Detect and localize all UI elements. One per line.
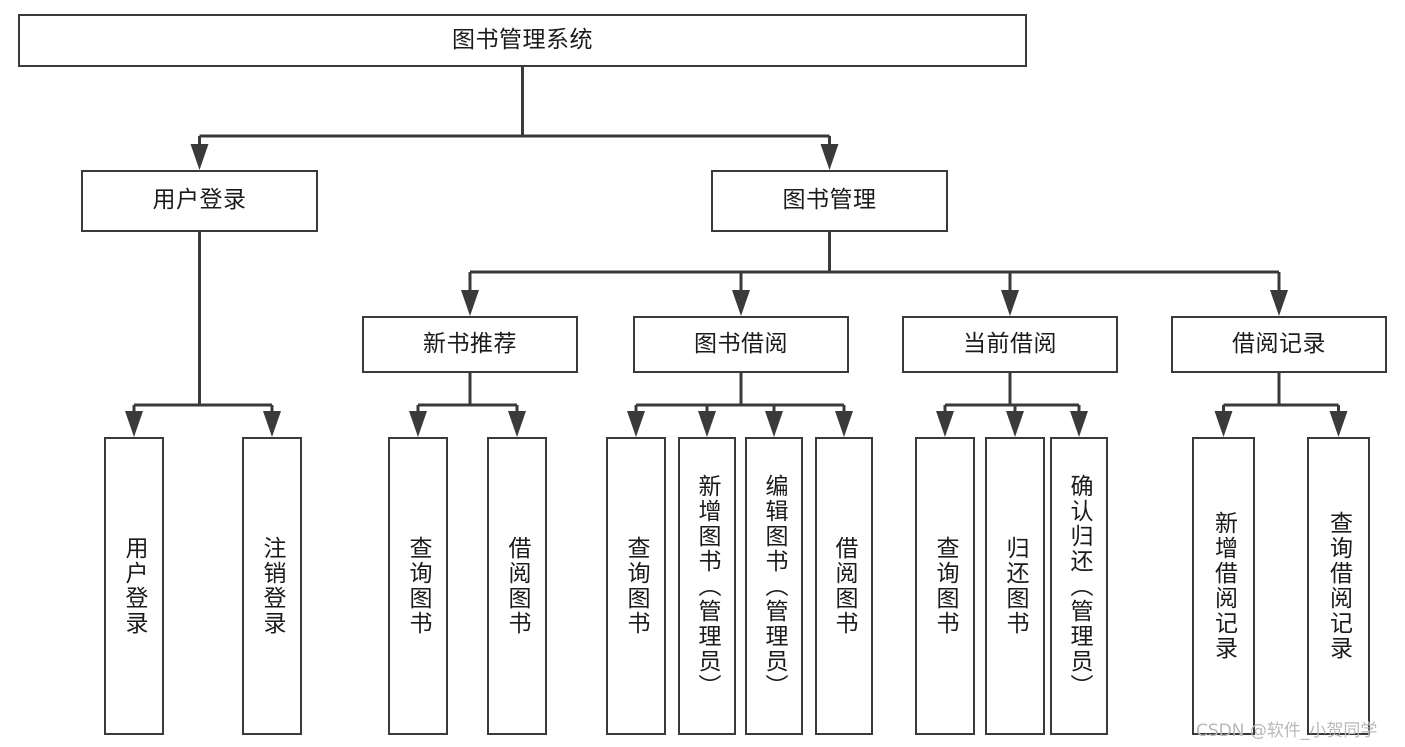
node-label-newbook: 新书推荐 xyxy=(423,330,517,357)
node-leaf-borrow-2[interactable]: 新增图书（管理员） xyxy=(678,437,736,735)
arrowhead-leaf-new-2 xyxy=(508,411,526,437)
node-leaf-cur-3[interactable]: 确认归还（管理员） xyxy=(1050,437,1108,735)
node-label-leaf-login-1: 用户登录 xyxy=(121,536,148,636)
node-label-root: 图书管理系统 xyxy=(452,26,593,53)
arrowhead-login xyxy=(190,144,209,170)
node-borrow[interactable]: 图书借阅 xyxy=(633,316,849,373)
arrowhead-current xyxy=(1001,290,1019,316)
arrowhead-leaf-cur-2 xyxy=(1006,411,1024,437)
node-leaf-cur-2[interactable]: 归还图书 xyxy=(985,437,1045,735)
arrowhead-leaf-borrow-3 xyxy=(765,411,783,437)
arrowhead-leaf-borrow-1 xyxy=(627,411,645,437)
node-leaf-rec-1[interactable]: 新增借阅记录 xyxy=(1192,437,1255,735)
node-label-leaf-new-2: 借阅图书 xyxy=(504,536,531,636)
node-leaf-borrow-1[interactable]: 查询图书 xyxy=(606,437,666,735)
node-leaf-rec-2[interactable]: 查询借阅记录 xyxy=(1307,437,1370,735)
arrowhead-leaf-new-1 xyxy=(409,411,427,437)
node-label-leaf-borrow-2: 新增图书（管理员） xyxy=(694,473,721,699)
node-leaf-login-2[interactable]: 注销登录 xyxy=(242,437,302,735)
node-current[interactable]: 当前借阅 xyxy=(902,316,1118,373)
node-root[interactable]: 图书管理系统 xyxy=(18,14,1027,67)
node-leaf-cur-1[interactable]: 查询图书 xyxy=(915,437,975,735)
arrowhead-leaf-borrow-2 xyxy=(698,411,716,437)
arrowhead-leaf-cur-1 xyxy=(936,411,954,437)
arrowhead-leaf-cur-3 xyxy=(1070,411,1088,437)
node-leaf-new-1[interactable]: 查询图书 xyxy=(388,437,448,735)
arrowhead-leaf-login-2 xyxy=(263,411,281,437)
node-label-leaf-cur-3: 确认归还（管理员） xyxy=(1066,473,1093,699)
node-label-leaf-cur-1: 查询图书 xyxy=(932,536,959,636)
node-newbook[interactable]: 新书推荐 xyxy=(362,316,578,373)
node-login[interactable]: 用户登录 xyxy=(81,170,318,232)
node-label-leaf-borrow-3: 编辑图书（管理员） xyxy=(761,473,788,699)
arrowhead-leaf-borrow-4 xyxy=(835,411,853,437)
node-label-current: 当前借阅 xyxy=(963,330,1057,357)
node-label-leaf-new-1: 查询图书 xyxy=(405,536,432,636)
node-label-leaf-borrow-4: 借阅图书 xyxy=(831,536,858,636)
arrowhead-bookmgmt xyxy=(820,144,839,170)
node-label-leaf-rec-1: 新增借阅记录 xyxy=(1210,511,1237,661)
node-label-records: 借阅记录 xyxy=(1232,330,1326,357)
arrowhead-leaf-login-1 xyxy=(125,411,143,437)
arrowhead-leaf-rec-2 xyxy=(1329,411,1348,437)
node-leaf-borrow-3[interactable]: 编辑图书（管理员） xyxy=(745,437,803,735)
arrowhead-records xyxy=(1270,290,1288,316)
arrowhead-borrow xyxy=(732,290,750,316)
node-leaf-borrow-4[interactable]: 借阅图书 xyxy=(815,437,873,735)
node-leaf-login-1[interactable]: 用户登录 xyxy=(104,437,164,735)
node-records[interactable]: 借阅记录 xyxy=(1171,316,1387,373)
node-label-leaf-rec-2: 查询借阅记录 xyxy=(1325,511,1352,661)
arrowhead-leaf-rec-1 xyxy=(1214,411,1233,437)
node-label-borrow: 图书借阅 xyxy=(694,330,788,357)
node-bookmgmt[interactable]: 图书管理 xyxy=(711,170,948,232)
node-label-leaf-borrow-1: 查询图书 xyxy=(623,536,650,636)
node-label-bookmgmt: 图书管理 xyxy=(782,187,877,214)
arrowhead-newbook xyxy=(461,290,479,316)
node-leaf-new-2[interactable]: 借阅图书 xyxy=(487,437,547,735)
node-label-leaf-login-2: 注销登录 xyxy=(259,536,286,636)
node-label-login: 用户登录 xyxy=(152,187,247,214)
node-label-leaf-cur-2: 归还图书 xyxy=(1002,536,1029,636)
